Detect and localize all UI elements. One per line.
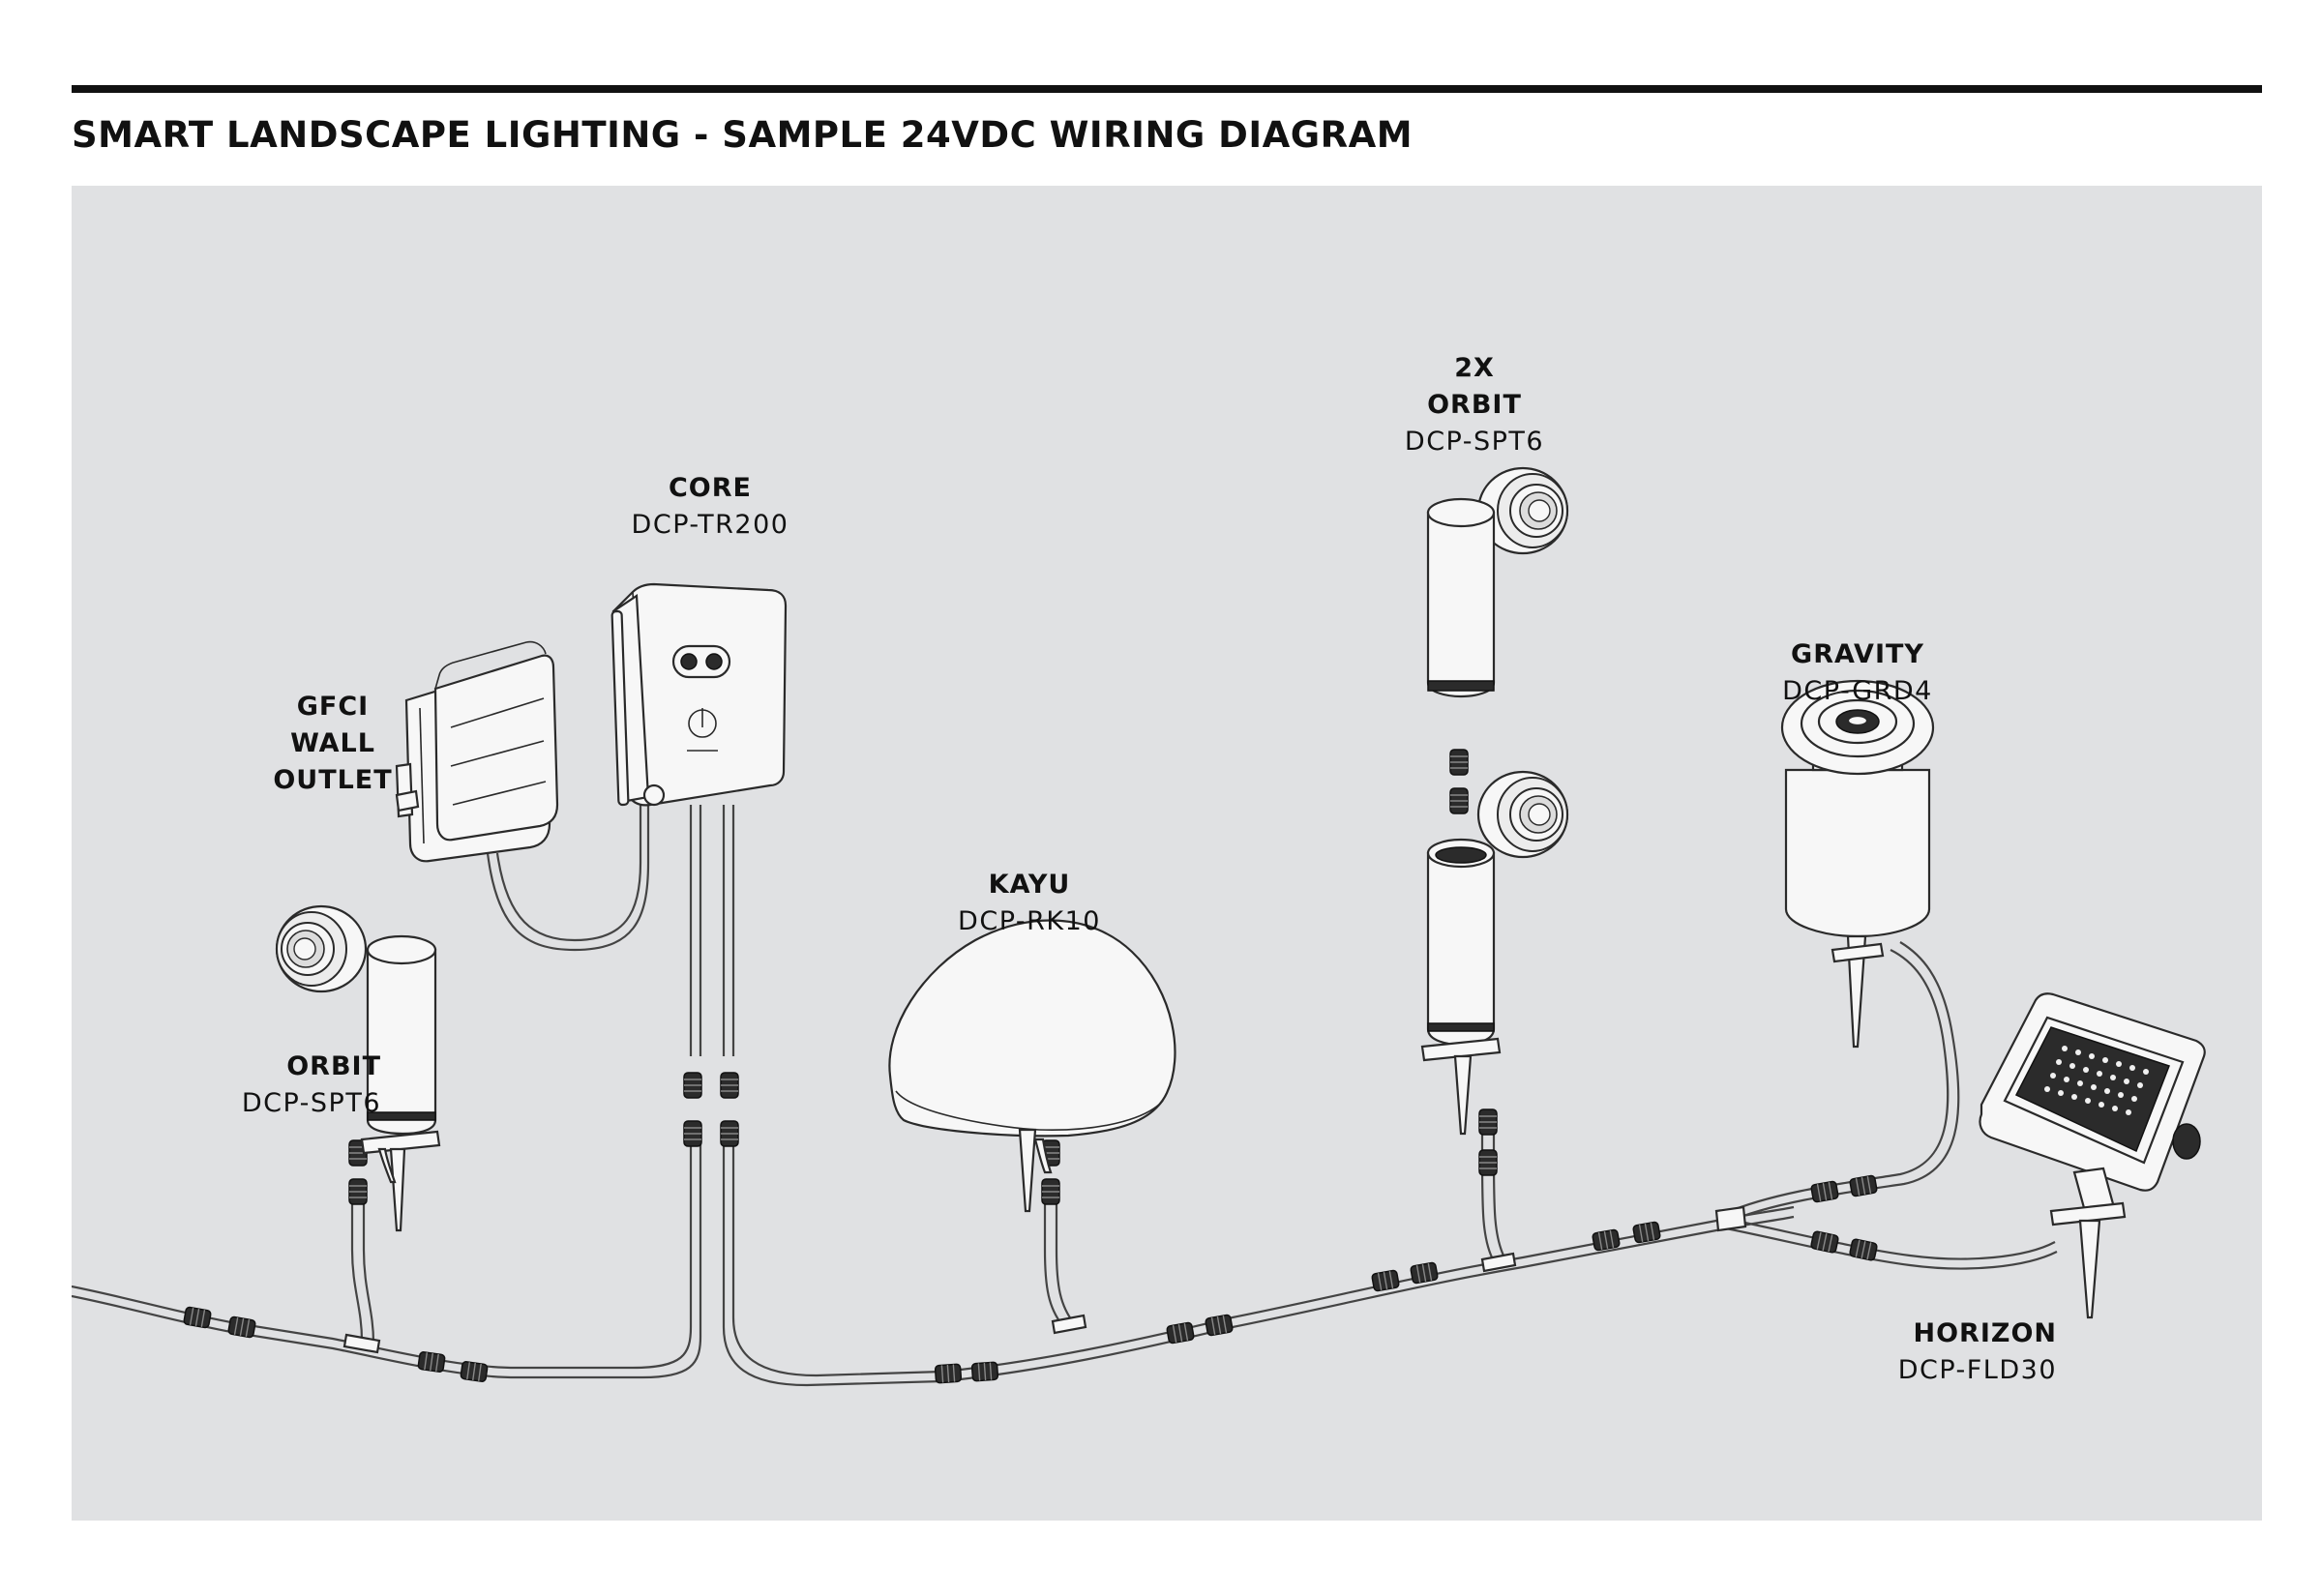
gravity-label: GRAVITY DCP-GRD4 (1732, 636, 1983, 710)
horizon-model: DCP-FLD30 (1897, 1355, 2057, 1385)
gravity-inground-light-icon (1780, 679, 1935, 1049)
branch-horizon (1725, 1217, 2056, 1260)
orbit-pair-count: 2X (1454, 353, 1495, 383)
page-title: SMART LANDSCAPE LIGHTING - SAMPLE 24VDC … (72, 114, 1414, 156)
orbit-left-model: DCP-SPT6 (241, 1088, 381, 1118)
kayu-label: KAYU DCP-RK10 (904, 867, 1155, 940)
core-output-cables (689, 805, 735, 1056)
kayu-rock-light-icon (888, 919, 1176, 1213)
branch-kayu (1043, 1182, 1063, 1326)
branch-orbit-left (350, 1182, 364, 1342)
gfci-name-line1: GFCI (296, 692, 370, 722)
core-label: CORE DCP-TR200 (584, 470, 836, 544)
orbit-spotlight-left-icon (275, 904, 441, 1232)
core-model: DCP-TR200 (631, 510, 789, 540)
gfci-outlet-icon (395, 640, 559, 863)
core-transformer-icon (610, 582, 788, 807)
gfci-label: GFCI WALL OUTLET (236, 689, 430, 799)
gfci-name-line3: OUTLET (273, 765, 393, 795)
branch-orbit-pair (1480, 1114, 1495, 1262)
kayu-name: KAYU (988, 870, 1071, 900)
orbit-left-name: ORBIT (286, 1051, 381, 1081)
orbit-pair-name: ORBIT (1427, 390, 1522, 420)
gravity-model: DCP-GRD4 (1782, 676, 1933, 706)
orbit-pair-model: DCP-SPT6 (1404, 427, 1545, 457)
orbit-pair-icon (1420, 466, 1569, 1136)
tee-junctions (342, 1205, 1747, 1354)
orbit-pair-label: 2X ORBIT DCP-SPT6 (1349, 350, 1600, 460)
orbit-left-label: ORBIT DCP-SPT6 (168, 1049, 381, 1122)
gfci-name-line2: WALL (290, 728, 375, 758)
diagram-panel: GFCI WALL OUTLET CORE DCP-TR200 ORBIT DC… (72, 186, 2262, 1521)
wiring-diagram (72, 466, 2206, 1387)
power-cable (486, 776, 650, 952)
branch-gravity (1725, 949, 1950, 1215)
horizon-flood-light-icon (1979, 992, 2206, 1319)
horizon-label: HORIZON DCP-FLD30 (1832, 1315, 2057, 1389)
core-name: CORE (668, 473, 752, 503)
top-rule (72, 85, 2262, 93)
gravity-name: GRAVITY (1791, 639, 1924, 669)
horizon-name: HORIZON (1913, 1318, 2057, 1348)
kayu-model: DCP-RK10 (958, 906, 1101, 936)
main-cable (72, 1134, 1795, 1387)
